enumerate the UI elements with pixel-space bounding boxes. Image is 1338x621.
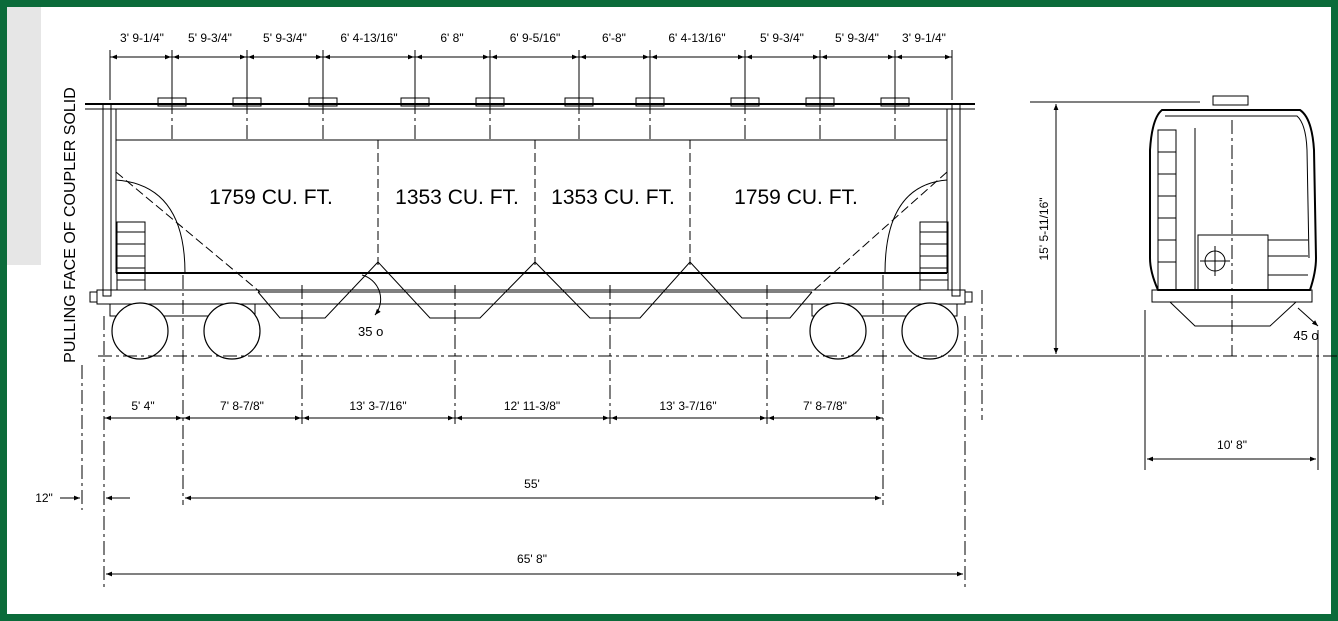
left-end-ladder (116, 221, 146, 291)
top-dim-6: 6' 9-5/16" (510, 31, 561, 45)
top-dimension-labels: 3' 9-1/4" 5' 9-3/4" 5' 9-3/4" 6' 4-13/16… (120, 31, 946, 45)
top-dim-9: 5' 9-3/4" (760, 31, 804, 45)
top-dim-1: 3' 9-1/4" (120, 31, 164, 45)
top-dimension-chain (109, 50, 953, 100)
top-dim-3: 5' 9-3/4" (263, 31, 307, 45)
top-dim-7: 6'-8" (602, 31, 626, 45)
overall-length-label: 65' 8" (517, 552, 547, 566)
car-end-view (1030, 95, 1319, 470)
width-label: 10' 8" (1217, 438, 1247, 452)
truck-centers-label: 55' (524, 477, 540, 491)
top-dim-4: 6' 4-13/16" (340, 31, 397, 45)
wheel-3 (809, 302, 867, 360)
side-gray-panel (7, 7, 41, 265)
top-dim-10: 5' 9-3/4" (835, 31, 879, 45)
bottom-dim-6: 7' 8-7/8" (803, 399, 847, 413)
capacity-1: 1759 CU. FT. (209, 186, 333, 209)
height-label: 15' 5-11/16" (1037, 197, 1051, 260)
car-side-view (81, 97, 1337, 590)
wheel-2 (203, 302, 261, 360)
right-end-ladder (919, 221, 949, 291)
bottom-dim-4: 12' 11-3/8" (504, 399, 560, 413)
bottom-dim-1: 5' 4" (131, 399, 154, 413)
coupler-offset-label: 12" (35, 491, 53, 505)
hopper-angle-label: 35 o (358, 324, 383, 339)
top-dim-2: 5' 9-3/4" (188, 31, 232, 45)
roof-hatches (157, 97, 910, 140)
wheel-4 (901, 302, 959, 360)
coupler-label: PULLING FACE OF COUPLER SOLID (62, 87, 79, 363)
top-dim-8: 6' 4-13/16" (668, 31, 725, 45)
capacity-4: 1759 CU. FT. (734, 186, 858, 209)
capacity-2: 1353 CU. FT. (395, 186, 519, 209)
bottom-dim-5: 13' 3-7/16" (659, 399, 716, 413)
bottom-dim-3: 13' 3-7/16" (349, 399, 406, 413)
capacity-labels: 1759 CU. FT. 1353 CU. FT. 1353 CU. FT. 1… (209, 186, 858, 209)
wheel-1 (111, 302, 169, 360)
top-dim-11: 3' 9-1/4" (902, 31, 946, 45)
bottom-dimension-labels: 5' 4" 7' 8-7/8" 13' 3-7/16" 12' 11-3/8" … (131, 399, 847, 413)
bottom-dim-2: 7' 8-7/8" (220, 399, 264, 413)
end-angle-label: 45 o (1293, 328, 1318, 343)
capacity-3: 1353 CU. FT. (551, 186, 675, 209)
top-dim-5: 6' 8" (440, 31, 463, 45)
